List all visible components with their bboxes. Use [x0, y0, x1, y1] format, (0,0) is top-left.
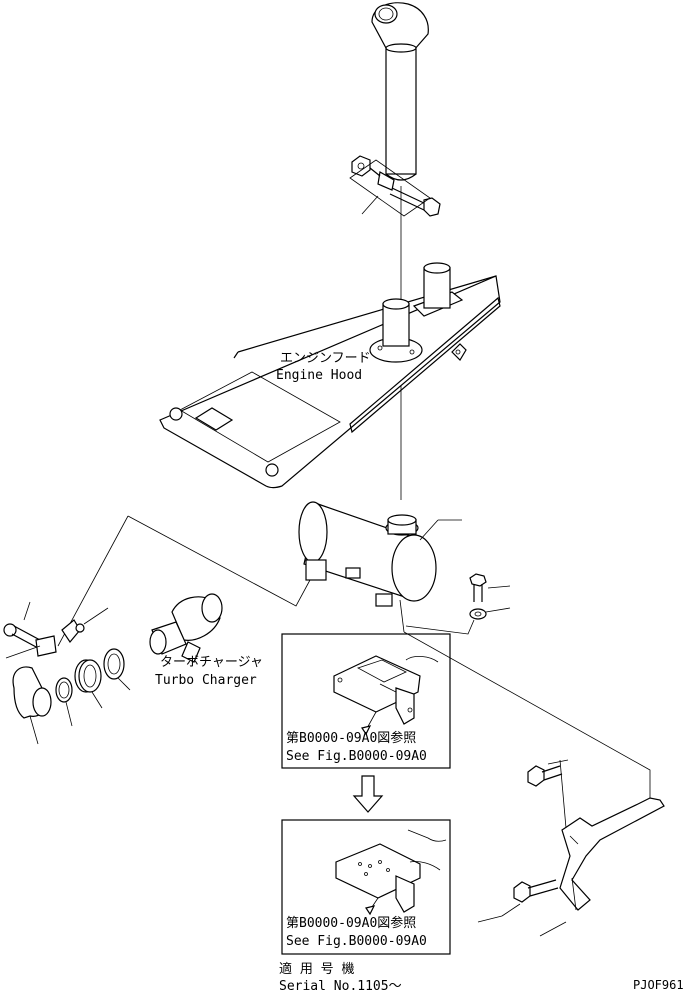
exhaust-stack-pipe [371, 2, 429, 500]
muffler-mounting-bolt [469, 573, 511, 602]
bracket-stay [559, 797, 665, 911]
serial-label-jp: 適 用 号 機 [279, 961, 354, 977]
clamp-bolt [389, 187, 441, 217]
stack-clamp-assembly [349, 155, 441, 217]
serial-label-en: Serial No.1105～ [279, 979, 402, 993]
bracket-clip-left [61, 607, 109, 644]
elbow-pipe [12, 666, 52, 745]
reference-1-label-jp: 第B0000-09A0図参照 [286, 730, 416, 746]
muffler [298, 501, 462, 607]
turbo-charger-label-jp: ターボチャージャ [160, 655, 263, 670]
drawing-code: PJOF961 [633, 978, 684, 992]
arrow-down [352, 775, 384, 813]
reference-2-label-jp: 第B0000-09A0図参照 [286, 915, 416, 931]
reference-box-2 [281, 819, 451, 955]
stay-leader-2 [477, 915, 503, 923]
clamp-band [74, 659, 103, 709]
stay-bolt-upper [527, 759, 569, 829]
reference-1-label-en: See Fig.B0000-09A0 [286, 749, 427, 764]
engine-hood-label-jp: エンジンフード [280, 351, 371, 366]
leader-lines [57, 515, 651, 800]
engine-hood-label-en: Engine Hood [276, 368, 362, 383]
clamp-nut [351, 155, 371, 177]
bracket-bolt-left [3, 601, 57, 659]
stay-bolt-lower [501, 879, 559, 917]
turbo-charger [149, 593, 223, 663]
turbo-charger-label-en: Turbo Charger [155, 673, 257, 688]
reference-box-1 [281, 633, 451, 769]
stay-leader [539, 921, 567, 937]
engine-hood [159, 262, 501, 489]
reference-2-label-en: See Fig.B0000-09A0 [286, 934, 427, 949]
seal-ring [103, 648, 131, 691]
o-ring [55, 677, 73, 727]
muffler-washer [469, 607, 511, 620]
